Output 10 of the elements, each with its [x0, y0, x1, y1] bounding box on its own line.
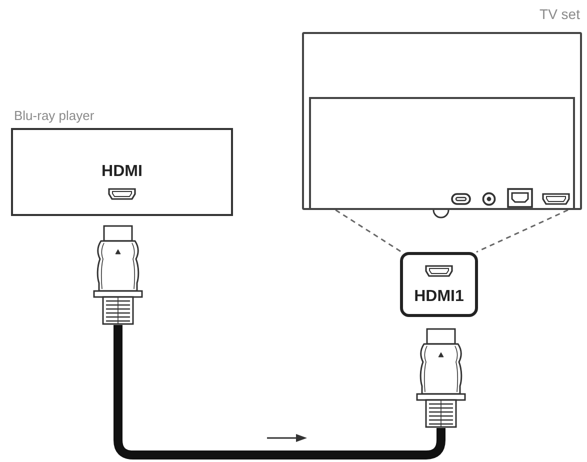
port-label: HDMI: [100, 163, 144, 181]
cable: [114, 325, 446, 460]
device-label: TV set: [540, 7, 580, 22]
plug-drawing: [93, 225, 143, 325]
zoom-line: [335, 209, 402, 253]
port-label: HDMI1: [413, 288, 465, 306]
device-label: Blu-ray player: [14, 108, 94, 123]
callout-box: [400, 252, 478, 317]
zoom-line: [476, 209, 568, 253]
plug-drawing: [416, 328, 466, 428]
